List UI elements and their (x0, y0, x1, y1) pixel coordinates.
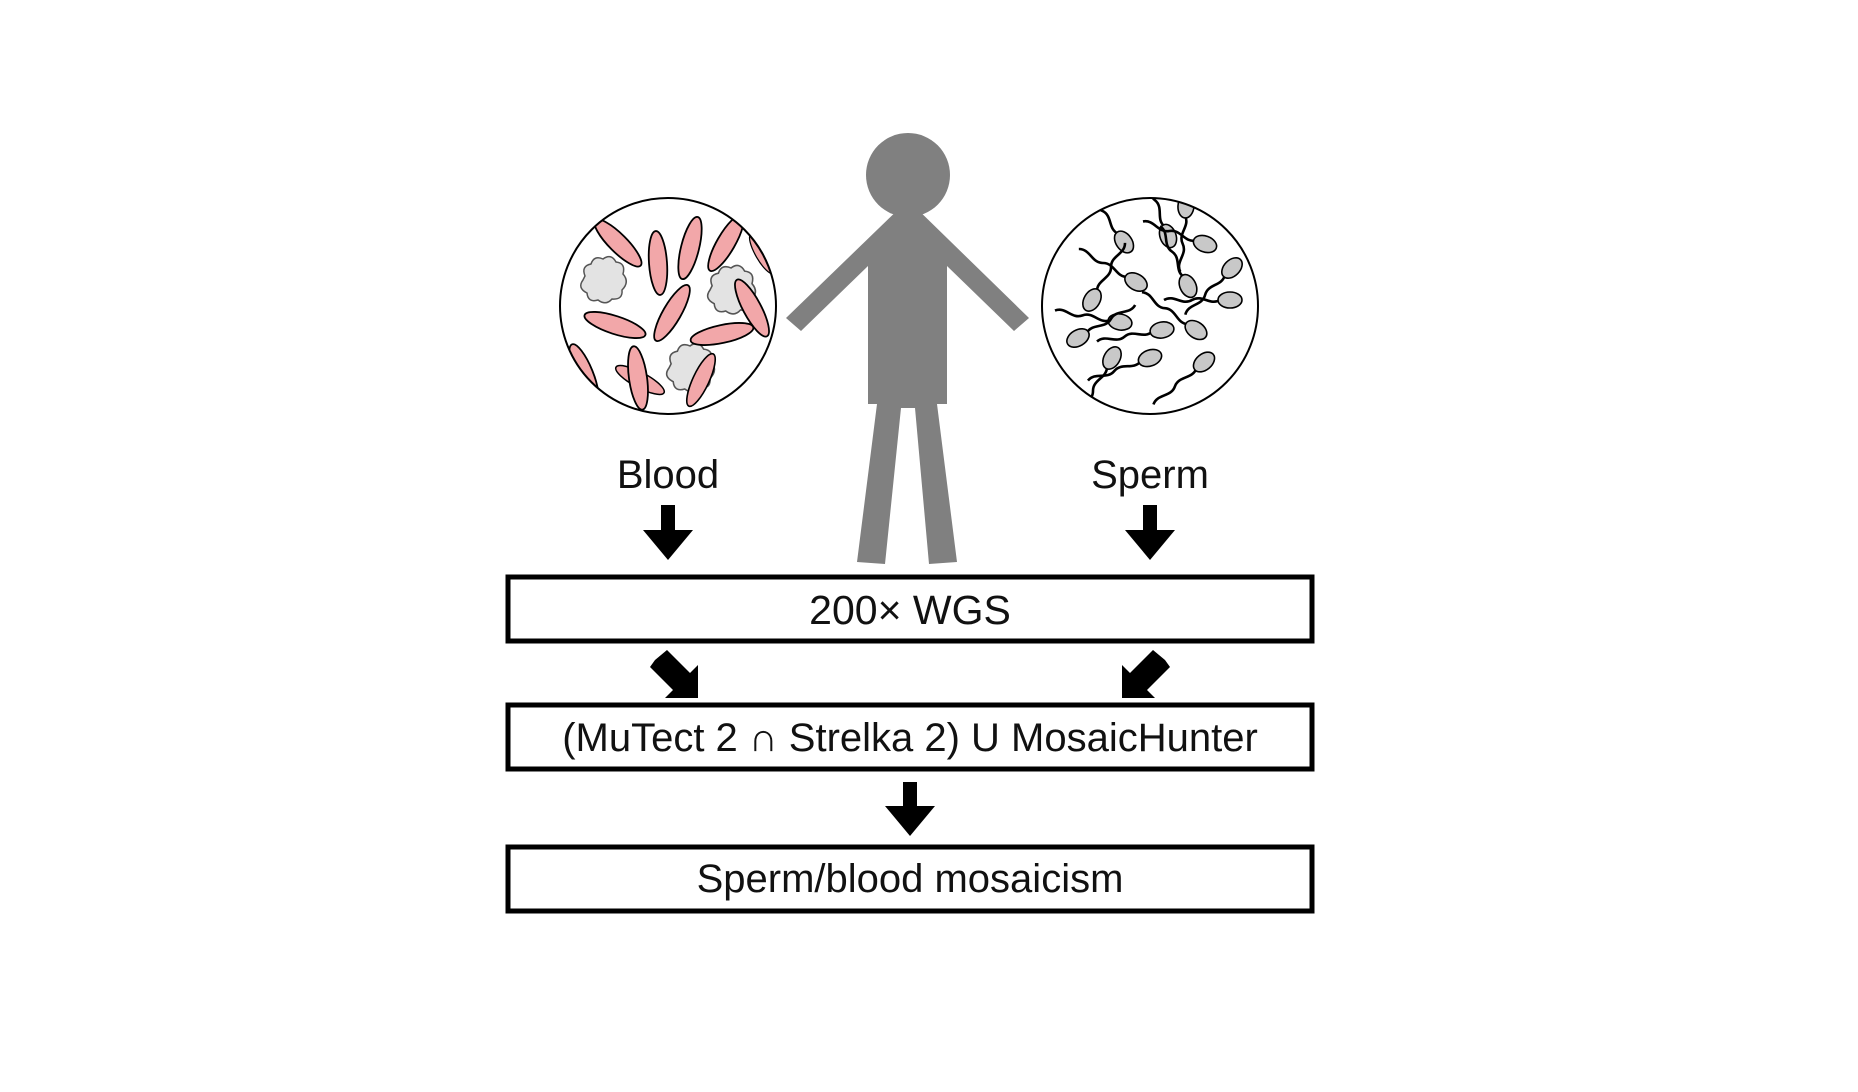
sequencing-box: 200× WGS (505, 574, 1315, 644)
result-label: Sperm/blood mosaicism (697, 857, 1124, 901)
variant-calling-box: (MuTect 2 ∩ Strelka 2) U MosaicHunter (505, 702, 1315, 772)
result-box: Sperm/blood mosaicism (505, 844, 1315, 914)
blood-cells-icon (559, 197, 777, 415)
sperm-label: Sperm (1091, 453, 1209, 497)
variant-calling-label: (MuTect 2 ∩ Strelka 2) U MosaicHunter (562, 716, 1258, 760)
center-down-arrow (885, 782, 935, 836)
blood-down-arrow (643, 505, 693, 560)
sperm-down-arrow (1125, 505, 1175, 560)
sequencing-label: 200× WGS (809, 587, 1011, 633)
right-diagonal-arrow (1122, 650, 1170, 698)
person-icon (786, 133, 1029, 564)
sperm-cells-icon (1041, 197, 1259, 415)
blood-label: Blood (617, 453, 719, 497)
left-diagonal-arrow (650, 650, 698, 698)
